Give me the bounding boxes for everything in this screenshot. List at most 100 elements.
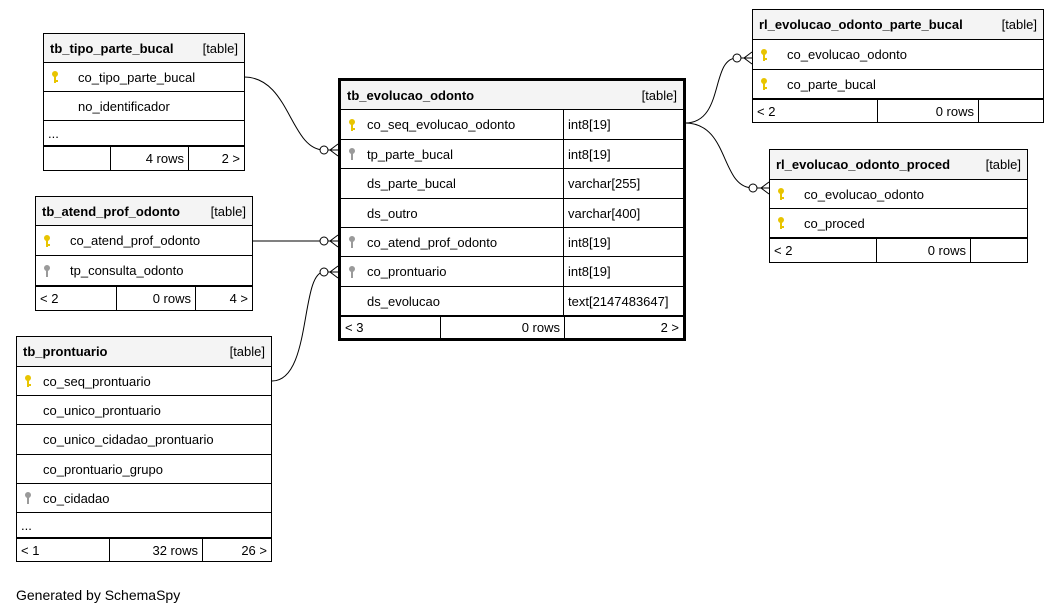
edge-end-circle — [732, 53, 742, 63]
foreign-key-icon — [17, 484, 39, 512]
column-name: co_seq_evolucao_odonto — [367, 117, 516, 132]
table-row: ds_evolucao text[2147483647] — [341, 287, 683, 316]
column-name: co_prontuario_grupo — [43, 461, 163, 477]
footer-children: 2 > — [221, 151, 240, 166]
table-row: co_cidadao — [17, 484, 271, 513]
column-type: varchar[255] — [563, 169, 683, 198]
table-row: co_atend_prof_odonto int8[19] — [341, 228, 683, 257]
primary-key-icon — [770, 209, 792, 237]
table-row: co_evolucao_odonto — [753, 40, 1043, 70]
primary-key-icon — [36, 226, 58, 255]
table-footer: < 2 0 rows 4 > — [36, 286, 252, 310]
table-kind: [table] — [985, 157, 1021, 172]
primary-key-icon — [44, 63, 66, 91]
table-header: tb_prontuario [table] — [17, 337, 271, 367]
table-header: tb_evolucao_odonto [table] — [341, 81, 683, 110]
table-rl-evolucao-odonto-proced[interactable]: rl_evolucao_odonto_proced [table] co_evo… — [769, 149, 1028, 263]
footer-parents — [44, 147, 111, 170]
table-name: tb_tipo_parte_bucal — [50, 40, 174, 56]
column-type: int8[19] — [563, 110, 683, 139]
footer-children: 26 > — [241, 542, 267, 558]
table-row: co_atend_prof_odonto — [36, 226, 252, 256]
table-row: co_seq_prontuario — [17, 367, 271, 396]
footer-parents: < 2 — [770, 239, 877, 262]
more-columns: ... — [44, 121, 244, 146]
table-kind: [table] — [1001, 17, 1037, 32]
more-columns: ... — [17, 513, 271, 538]
edge-evolucao-proced — [684, 122, 769, 189]
edge-prontuario — [271, 271, 338, 382]
table-rl-evolucao-odonto-parte-bucal[interactable]: rl_evolucao_odonto_parte_bucal [table] c… — [752, 9, 1044, 123]
footer-rows: 4 rows — [111, 147, 189, 170]
footer-rows: 0 rows — [441, 317, 565, 338]
table-row: co_prontuario_grupo — [17, 455, 271, 484]
edge-end-circle — [319, 236, 329, 246]
footer-children — [971, 239, 1027, 262]
column-name: co_unico_cidadao_prontuario — [43, 432, 214, 447]
table-header: rl_evolucao_odonto_parte_bucal [table] — [753, 10, 1043, 40]
column-name: co_seq_prontuario — [43, 373, 151, 389]
primary-key-icon — [753, 70, 775, 98]
edge-end-circle — [748, 183, 758, 193]
table-footer: 4 rows 2 > — [44, 146, 244, 170]
primary-key-icon — [341, 110, 363, 139]
table-row: co_proced — [770, 209, 1027, 238]
ellipsis: ... — [21, 517, 32, 533]
edge-end-circle — [319, 145, 329, 155]
column-spacer — [341, 199, 363, 227]
table-kind: [table] — [641, 87, 677, 103]
table-name: tb_prontuario — [23, 344, 108, 359]
column-name: ds_evolucao — [367, 293, 440, 309]
column-name: co_tipo_parte_bucal — [78, 69, 196, 85]
column-type: int8[19] — [563, 257, 683, 286]
table-row: ds_parte_bucal varchar[255] — [341, 169, 683, 199]
footer-children: 4 > — [229, 291, 248, 306]
column-name: ds_parte_bucal — [367, 176, 456, 191]
column-name: co_evolucao_odonto — [804, 186, 924, 202]
table-tb-tipo-parte-bucal[interactable]: tb_tipo_parte_bucal [table] co_tipo_part… — [43, 33, 245, 171]
footer-children: 2 > — [660, 320, 679, 335]
column-spacer — [341, 169, 363, 198]
generated-by-caption: Generated by SchemaSpy — [16, 587, 181, 603]
column-name: co_evolucao_odonto — [787, 47, 907, 62]
table-header: tb_atend_prof_odonto [table] — [36, 197, 252, 226]
column-type: int8[19] — [563, 140, 683, 168]
column-type: text[2147483647] — [563, 287, 683, 315]
foreign-key-icon — [341, 257, 363, 286]
footer-parents: < 2 — [36, 287, 117, 310]
column-name: ds_outro — [367, 205, 418, 221]
footer-parents: < 2 — [753, 100, 878, 122]
edge-end-circle — [319, 267, 329, 277]
primary-key-icon — [770, 180, 792, 208]
column-name: co_atend_prof_odonto — [70, 233, 201, 248]
table-name: rl_evolucao_odonto_parte_bucal — [759, 17, 963, 32]
ellipsis: ... — [48, 125, 59, 141]
table-tb-prontuario[interactable]: tb_prontuario [table] co_seq_prontuario … — [16, 336, 272, 562]
footer-rows: 32 rows — [110, 539, 203, 561]
table-kind: [table] — [210, 203, 246, 219]
column-spacer — [341, 287, 363, 315]
table-name: tb_atend_prof_odonto — [42, 203, 180, 219]
table-header: rl_evolucao_odonto_proced [table] — [770, 150, 1027, 180]
column-name: co_unico_prontuario — [43, 402, 161, 418]
footer-parents: < 3 — [341, 317, 441, 338]
column-name: co_proced — [804, 215, 865, 231]
foreign-key-icon — [36, 256, 58, 285]
table-row: ds_outro varchar[400] — [341, 199, 683, 228]
column-spacer — [17, 425, 39, 454]
table-kind: [table] — [229, 344, 265, 359]
table-row: co_parte_bucal — [753, 70, 1043, 99]
column-name: tp_parte_bucal — [367, 146, 454, 162]
table-tb-atend-prof-odonto[interactable]: tb_atend_prof_odonto [table] co_atend_pr… — [35, 196, 253, 311]
column-spacer — [44, 92, 66, 120]
footer-children — [979, 100, 1043, 122]
edge-evolucao-parte-bucal — [684, 57, 752, 124]
primary-key-icon — [753, 40, 775, 69]
table-row: tp_consulta_odonto — [36, 256, 252, 286]
table-row: co_prontuario int8[19] — [341, 257, 683, 287]
footer-parents: < 1 — [17, 539, 110, 561]
foreign-key-icon — [341, 228, 363, 256]
column-spacer — [17, 455, 39, 483]
table-tb-evolucao-odonto[interactable]: tb_evolucao_odonto [table] co_seq_evoluc… — [338, 78, 686, 341]
